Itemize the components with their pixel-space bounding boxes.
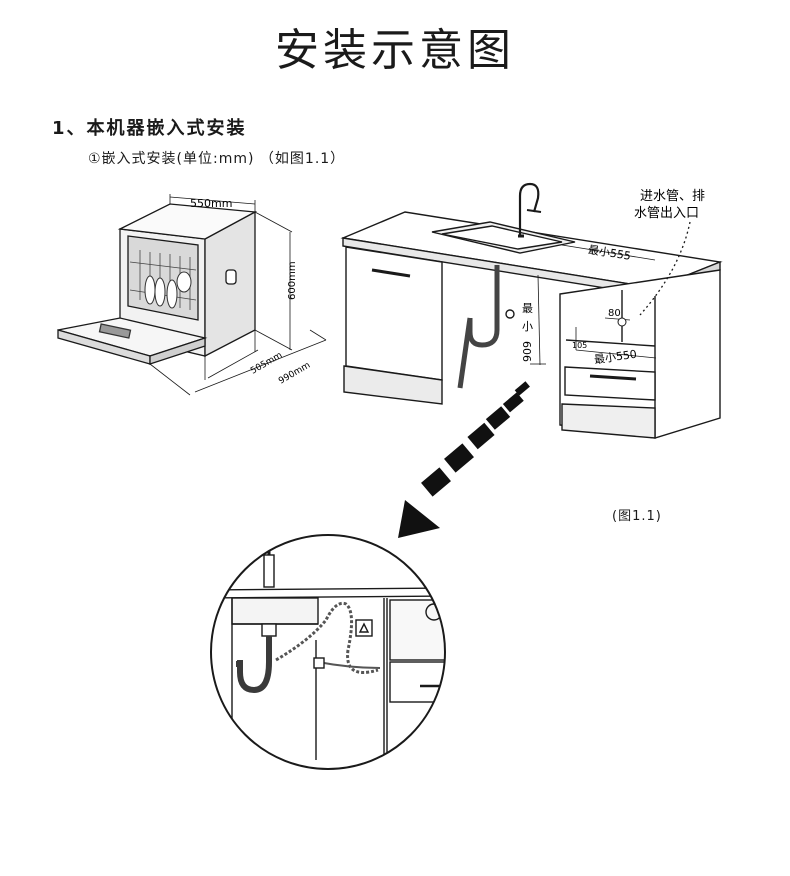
pipe-note-line1: 进水管、排: [640, 189, 705, 204]
page-title: 安装示意图: [275, 25, 515, 76]
dim-height-label: 600mm: [287, 261, 298, 300]
dim-105-label: 105: [572, 341, 587, 350]
zoom-arrow: [398, 381, 530, 538]
dim-min-label-1: 最: [522, 302, 533, 315]
sub-heading: ①嵌入式安装(单位:mm) （如图1.1）: [88, 151, 346, 167]
dim-606-label: 606: [520, 341, 533, 362]
section-heading: 1、本机器嵌入式安装: [52, 118, 247, 139]
dim-door-open-label: 990mm: [277, 361, 312, 387]
dim-width-label: 550mm: [190, 197, 232, 210]
dim-depth-label: 505mm: [249, 351, 284, 377]
dim-min550-label: 最小550: [593, 348, 637, 367]
zoom-detail-circle: [210, 534, 446, 770]
pipe-note-line2: 水管出入口: [634, 206, 699, 221]
cabinet-illustration: [340, 182, 723, 439]
dim-80-label: 80: [608, 308, 621, 319]
dishwasher-illustration: [57, 194, 327, 396]
figure-caption: (图1.1): [612, 509, 662, 524]
dim-min-label-2: 小: [522, 320, 533, 333]
